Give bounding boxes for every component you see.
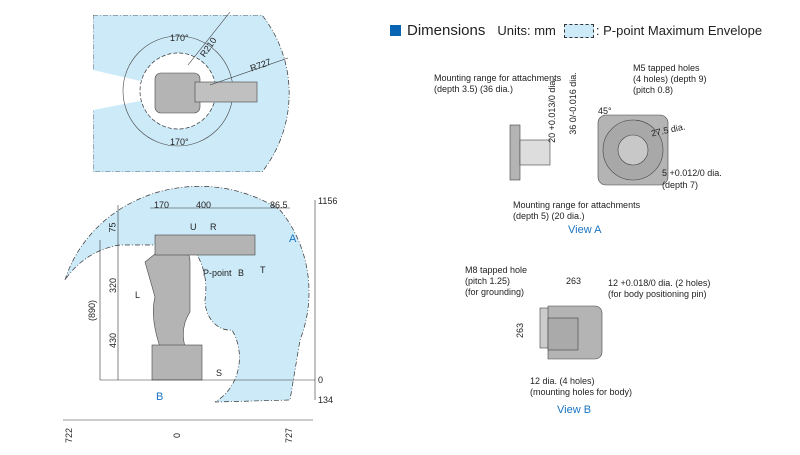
angle-bottom: 170° — [170, 137, 189, 147]
dim-320: 320 — [108, 277, 119, 294]
axis-r: R — [210, 222, 217, 232]
view-b-arrow: B — [156, 391, 164, 403]
dim-1156: 1156 — [318, 196, 338, 206]
dim-170: 170 — [154, 200, 170, 210]
mount-range-2: Mounting range for attachments(depth 5) … — [513, 200, 641, 221]
axis-t: T — [260, 265, 266, 275]
view-a — [509, 114, 669, 186]
mount-range-1: Mounting range for attachments(depth 3.5… — [434, 73, 562, 94]
dim-75: 75 — [107, 222, 118, 233]
dim-86-5: 86.5 — [270, 200, 288, 210]
dim-890: (890) — [87, 299, 98, 322]
positioning-pin-holes: 12 +0.018/0 dia. (2 holes)(for body posi… — [608, 278, 711, 299]
envelope-swatch-icon — [563, 23, 594, 38]
m5-holes: M5 tapped holes(4 holes) (depth 9)(pitch… — [633, 63, 707, 95]
side-view — [63, 185, 316, 421]
dim-263-h: 263 — [515, 322, 526, 339]
view-a-arrow: A — [289, 233, 297, 245]
dim-400: 400 — [196, 200, 212, 210]
dim-430: 430 — [108, 332, 119, 349]
dia-36: 36 0/-0.016 dia. — [567, 72, 578, 135]
envelope-legend: : P-point Maximum Envelope — [595, 23, 763, 38]
view-a-label: View A — [568, 224, 602, 236]
units: Units: mm — [497, 23, 556, 38]
header: Dimensions Units: mm : P-point Maximum E… — [390, 22, 762, 39]
dia-20: 20 +0.013/0 dia. — [546, 78, 557, 143]
dim-x0: 0 — [172, 432, 183, 439]
view-b-label: View B — [557, 404, 592, 416]
dim-727: 727 — [284, 427, 295, 444]
top-view — [93, 11, 290, 172]
dim-263-w: 263 — [566, 276, 582, 286]
depth-7: (depth 7) — [662, 180, 699, 190]
axis-b: B — [238, 268, 245, 278]
title: Dimensions — [407, 22, 486, 39]
axis-u: U — [190, 222, 197, 232]
p-point-label: P-point — [203, 268, 232, 278]
dia-5: 5 +0.012/0 dia. — [662, 168, 722, 178]
m8-hole: M8 tapped hole(pitch 1.25)(for grounding… — [465, 265, 528, 297]
dim-h0: 0 — [318, 375, 324, 385]
view-b — [539, 305, 603, 360]
axis-s: S — [216, 368, 223, 378]
dim-134: 134 — [318, 395, 334, 405]
section-marker-icon — [390, 25, 401, 36]
angle-top: 170° — [170, 33, 189, 43]
axis-l: L — [135, 290, 141, 300]
mounting-holes: 12 dia. (4 holes)(mounting holes for bod… — [530, 376, 633, 397]
dim-722: 722 — [64, 427, 75, 444]
angle-45: 45° — [598, 106, 612, 116]
